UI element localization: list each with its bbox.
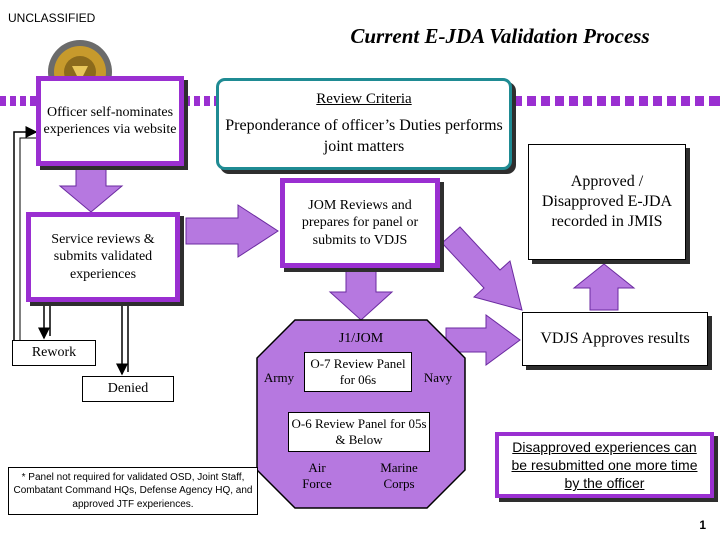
resubmit-note-box: Disapproved experiences can be resubmitt…: [495, 432, 714, 498]
label-navy: Navy: [423, 370, 453, 385]
arrow-service-to-jom: [185, 204, 279, 258]
arrow-rework-to-nominate: [13, 126, 38, 340]
label-air-force: Air Force: [302, 460, 332, 491]
rework-box: Rework: [12, 340, 96, 366]
octagon-title: J1/JOM: [338, 331, 384, 346]
arrow-jom-to-vdjs: [441, 226, 523, 311]
page-number: 1: [699, 518, 706, 532]
arrow-nominate-to-service: [58, 167, 124, 213]
review-criteria-box: Review Criteria Preponderance of officer…: [216, 78, 512, 170]
o6-review-panel-box: O-6 Review Panel for 05s & Below: [288, 412, 430, 452]
vdjs-approves-box: VDJS Approves results: [522, 312, 708, 366]
page-title: Current E-JDA Validation Process: [350, 24, 650, 48]
review-criteria-body: Preponderance of officer’s Duties perfor…: [225, 116, 503, 155]
arrow-vdjs-to-approved: [572, 263, 636, 311]
jom-reviews-box: JOM Reviews and prepares for panel or su…: [280, 178, 440, 268]
label-army: Army: [263, 370, 295, 385]
footnote-box: * Panel not required for validated OSD, …: [8, 467, 258, 515]
approved-disapproved-box: Approved / Disapproved E-JDA recorded in…: [528, 144, 686, 260]
label-marine-corps: Marine Corps: [380, 460, 418, 491]
service-reviews-box: Service reviews & submits validated expe…: [26, 212, 180, 302]
review-criteria-title: Review Criteria: [316, 91, 412, 108]
o7-review-panel-box: O-7 Review Panel for 06s: [304, 352, 412, 392]
denied-box: Denied: [82, 376, 174, 402]
arrow-jom-to-octagon: [328, 269, 394, 321]
decorative-stripe-band: [0, 96, 720, 106]
classification-label: UNCLASSIFIED: [8, 11, 96, 25]
officer-self-nominates-box: Officer self-nominates experiences via w…: [36, 76, 184, 166]
